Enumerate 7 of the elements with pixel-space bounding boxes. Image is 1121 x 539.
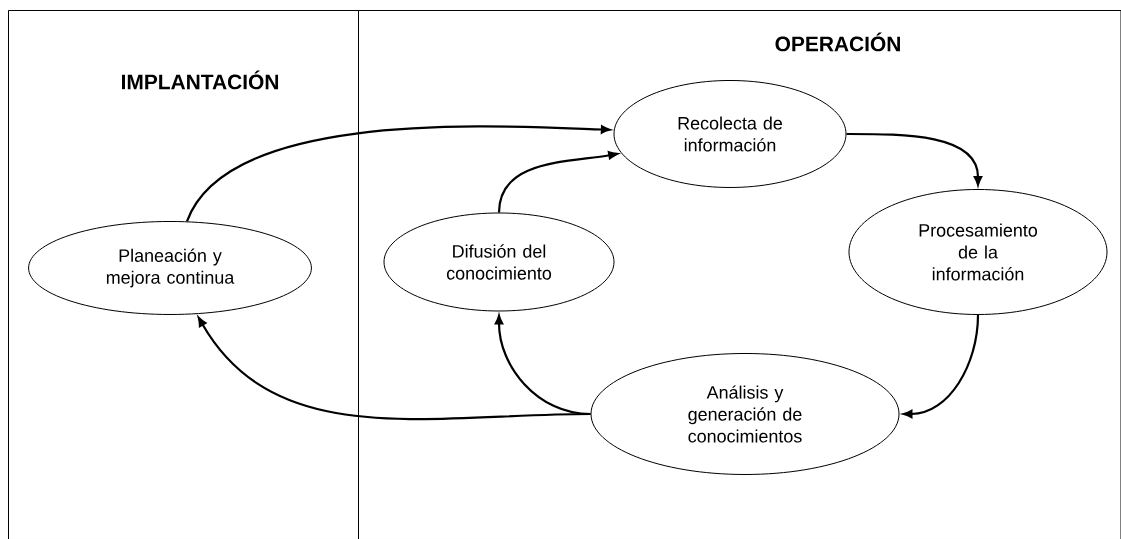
arrow — [846, 132, 983, 186]
arrow — [186, 125, 611, 222]
arrow — [902, 314, 980, 419]
arrow — [497, 151, 618, 213]
arrow — [197, 316, 591, 421]
panel-title: OPERACIÓN — [775, 32, 900, 52]
panel-title: IMPLANTACIÓN — [122, 70, 278, 90]
